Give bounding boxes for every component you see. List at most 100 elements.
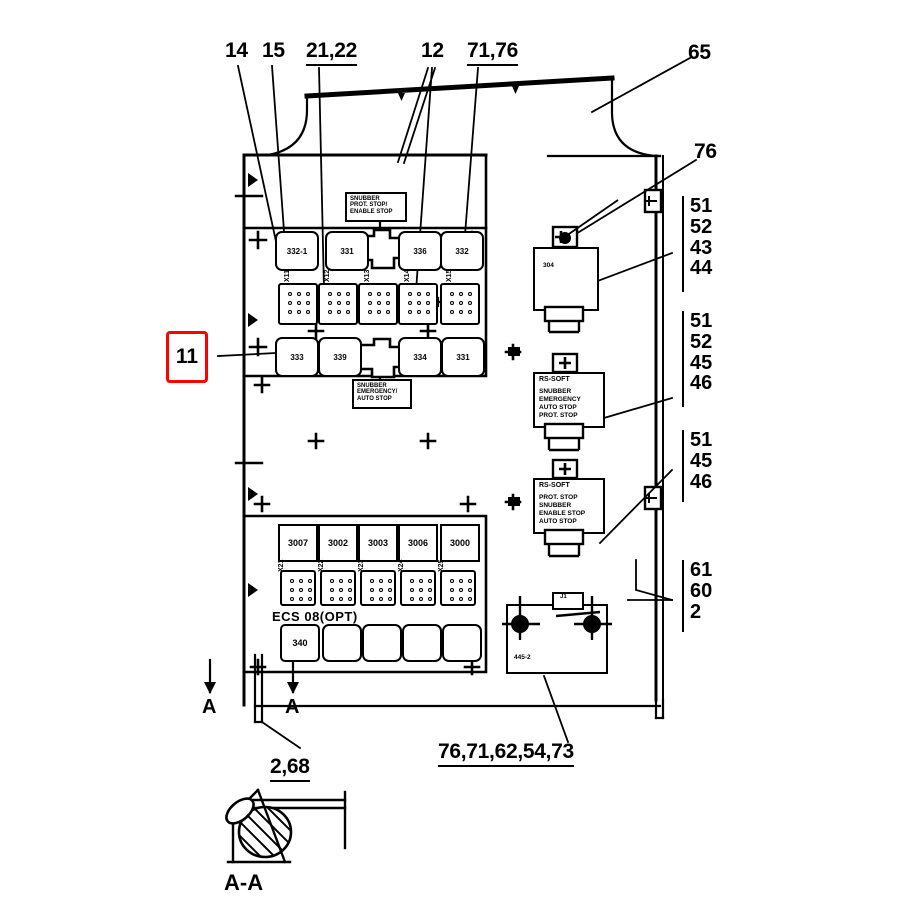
connector-x22[interactable] (320, 570, 356, 606)
connector-pin (339, 588, 343, 592)
connector-pin (450, 588, 454, 592)
connector-pin (410, 597, 414, 601)
module-3003[interactable]: 3003 (358, 524, 398, 562)
connector-x25[interactable] (440, 570, 476, 606)
callout-76-71-62-54-73: 76,71,62,54,73 (438, 740, 574, 767)
note-box-snubber-prot-stop: SNUBBER PROT. STOP/ ENABLE STOP (345, 192, 407, 222)
relay-331[interactable]: 331 (325, 231, 369, 271)
connector-x24[interactable] (400, 570, 436, 606)
connector-pin (386, 292, 390, 296)
connector-pin (339, 597, 343, 601)
relay-332-1[interactable]: 332-1 (275, 231, 319, 271)
connector-pin (468, 310, 472, 314)
connector-pin (288, 292, 292, 296)
connector-pin (337, 310, 341, 314)
connector-x14[interactable] (398, 283, 438, 325)
empty-slot-1[interactable] (322, 624, 362, 662)
relay-331-label: 331 (340, 246, 354, 256)
relay-339-label: 339 (333, 352, 347, 362)
component-304[interactable] (533, 247, 599, 311)
connector-pin (379, 597, 383, 601)
connector-pin (419, 579, 423, 583)
callout-52: 52 (690, 215, 713, 238)
connector-pin (408, 310, 412, 314)
connector-pin (297, 292, 301, 296)
connector-pin (428, 597, 432, 601)
component-mid-line1: SNUBBER (539, 388, 572, 395)
relay-331b[interactable]: 331 (441, 337, 485, 377)
terminal-block-j1[interactable] (552, 592, 584, 610)
terminal-j1-label: J1 (560, 594, 567, 600)
component-mid-line3: AUTO STOP (539, 404, 577, 411)
relay-332[interactable]: 332 (440, 231, 484, 271)
module-3002[interactable]: 3002 (318, 524, 358, 562)
connector-pin (468, 301, 472, 305)
module-3006-label: 3006 (407, 538, 429, 548)
callout-76: 76 (694, 140, 717, 163)
connector-pin (410, 588, 414, 592)
component-445-2-label: 445-2 (514, 654, 531, 661)
connector-pin (468, 579, 472, 583)
note-line-3: ENABLE STOP (350, 208, 393, 215)
connector-pin (426, 301, 430, 305)
connector-pin (417, 292, 421, 296)
connector-pin (328, 292, 332, 296)
connector-pin (330, 597, 334, 601)
connector-x11[interactable] (278, 283, 318, 325)
component-mid-line2: EMERGENCY (539, 396, 581, 403)
connector-pin (468, 588, 472, 592)
component-low-line3: ENABLE STOP (539, 510, 586, 517)
connector-pin (408, 292, 412, 296)
connector-pin (408, 301, 412, 305)
connector-x12[interactable] (318, 283, 358, 325)
callout-group-51-52-45-46: 51 52 45 46 (682, 311, 712, 407)
connector-x21[interactable] (280, 570, 316, 606)
connector-pin (468, 292, 472, 296)
relay-334-label: 334 (413, 352, 427, 362)
section-title-a-a: A-A (224, 870, 264, 895)
callout-51b: 51 (690, 310, 713, 332)
relay-332-label: 332 (455, 246, 469, 256)
callout-52b: 52 (690, 330, 713, 353)
empty-slot-3[interactable] (402, 624, 442, 662)
connector-pin (459, 292, 463, 296)
callout-46: 46 (690, 372, 713, 395)
connector-pin (290, 597, 294, 601)
module-3000[interactable]: 3000 (440, 524, 480, 562)
connector-pin (337, 301, 341, 305)
highlighted-callout-11[interactable]: 11 (166, 331, 208, 383)
connector-pin (290, 588, 294, 592)
connector-pin (377, 292, 381, 296)
note2-line-1: SNUBBER (357, 383, 387, 389)
empty-slot-2[interactable] (362, 624, 402, 662)
connector-pin (459, 597, 463, 601)
connector-pin (379, 588, 383, 592)
connector-pin (348, 588, 352, 592)
connector-x15[interactable] (440, 283, 480, 325)
callout-21-22: 21,22 (306, 39, 357, 66)
callout-46b: 46 (690, 470, 713, 493)
connector-pin (337, 292, 341, 296)
connector-pin (306, 301, 310, 305)
callout-group-51-45-46: 51 45 46 (682, 430, 712, 502)
connector-x13[interactable] (358, 283, 398, 325)
module-3007[interactable]: 3007 (278, 524, 318, 562)
connector-x23[interactable] (360, 570, 396, 606)
module-3006[interactable]: 3006 (398, 524, 438, 562)
empty-slot-4[interactable] (442, 624, 482, 662)
note2-line-3: AUTO STOP (357, 395, 392, 402)
connector-pin (299, 597, 303, 601)
module-340[interactable]: 340 (280, 624, 320, 662)
relay-339[interactable]: 339 (318, 337, 362, 377)
connector-pin (459, 310, 463, 314)
callout-2: 2 (690, 600, 702, 623)
module-3000-label: 3000 (449, 538, 471, 548)
connector-pin (370, 588, 374, 592)
component-low-line1: PROT. STOP (539, 494, 578, 501)
connector-pin (297, 310, 301, 314)
connector-pin (368, 310, 372, 314)
module-3002-label: 3002 (327, 538, 349, 548)
